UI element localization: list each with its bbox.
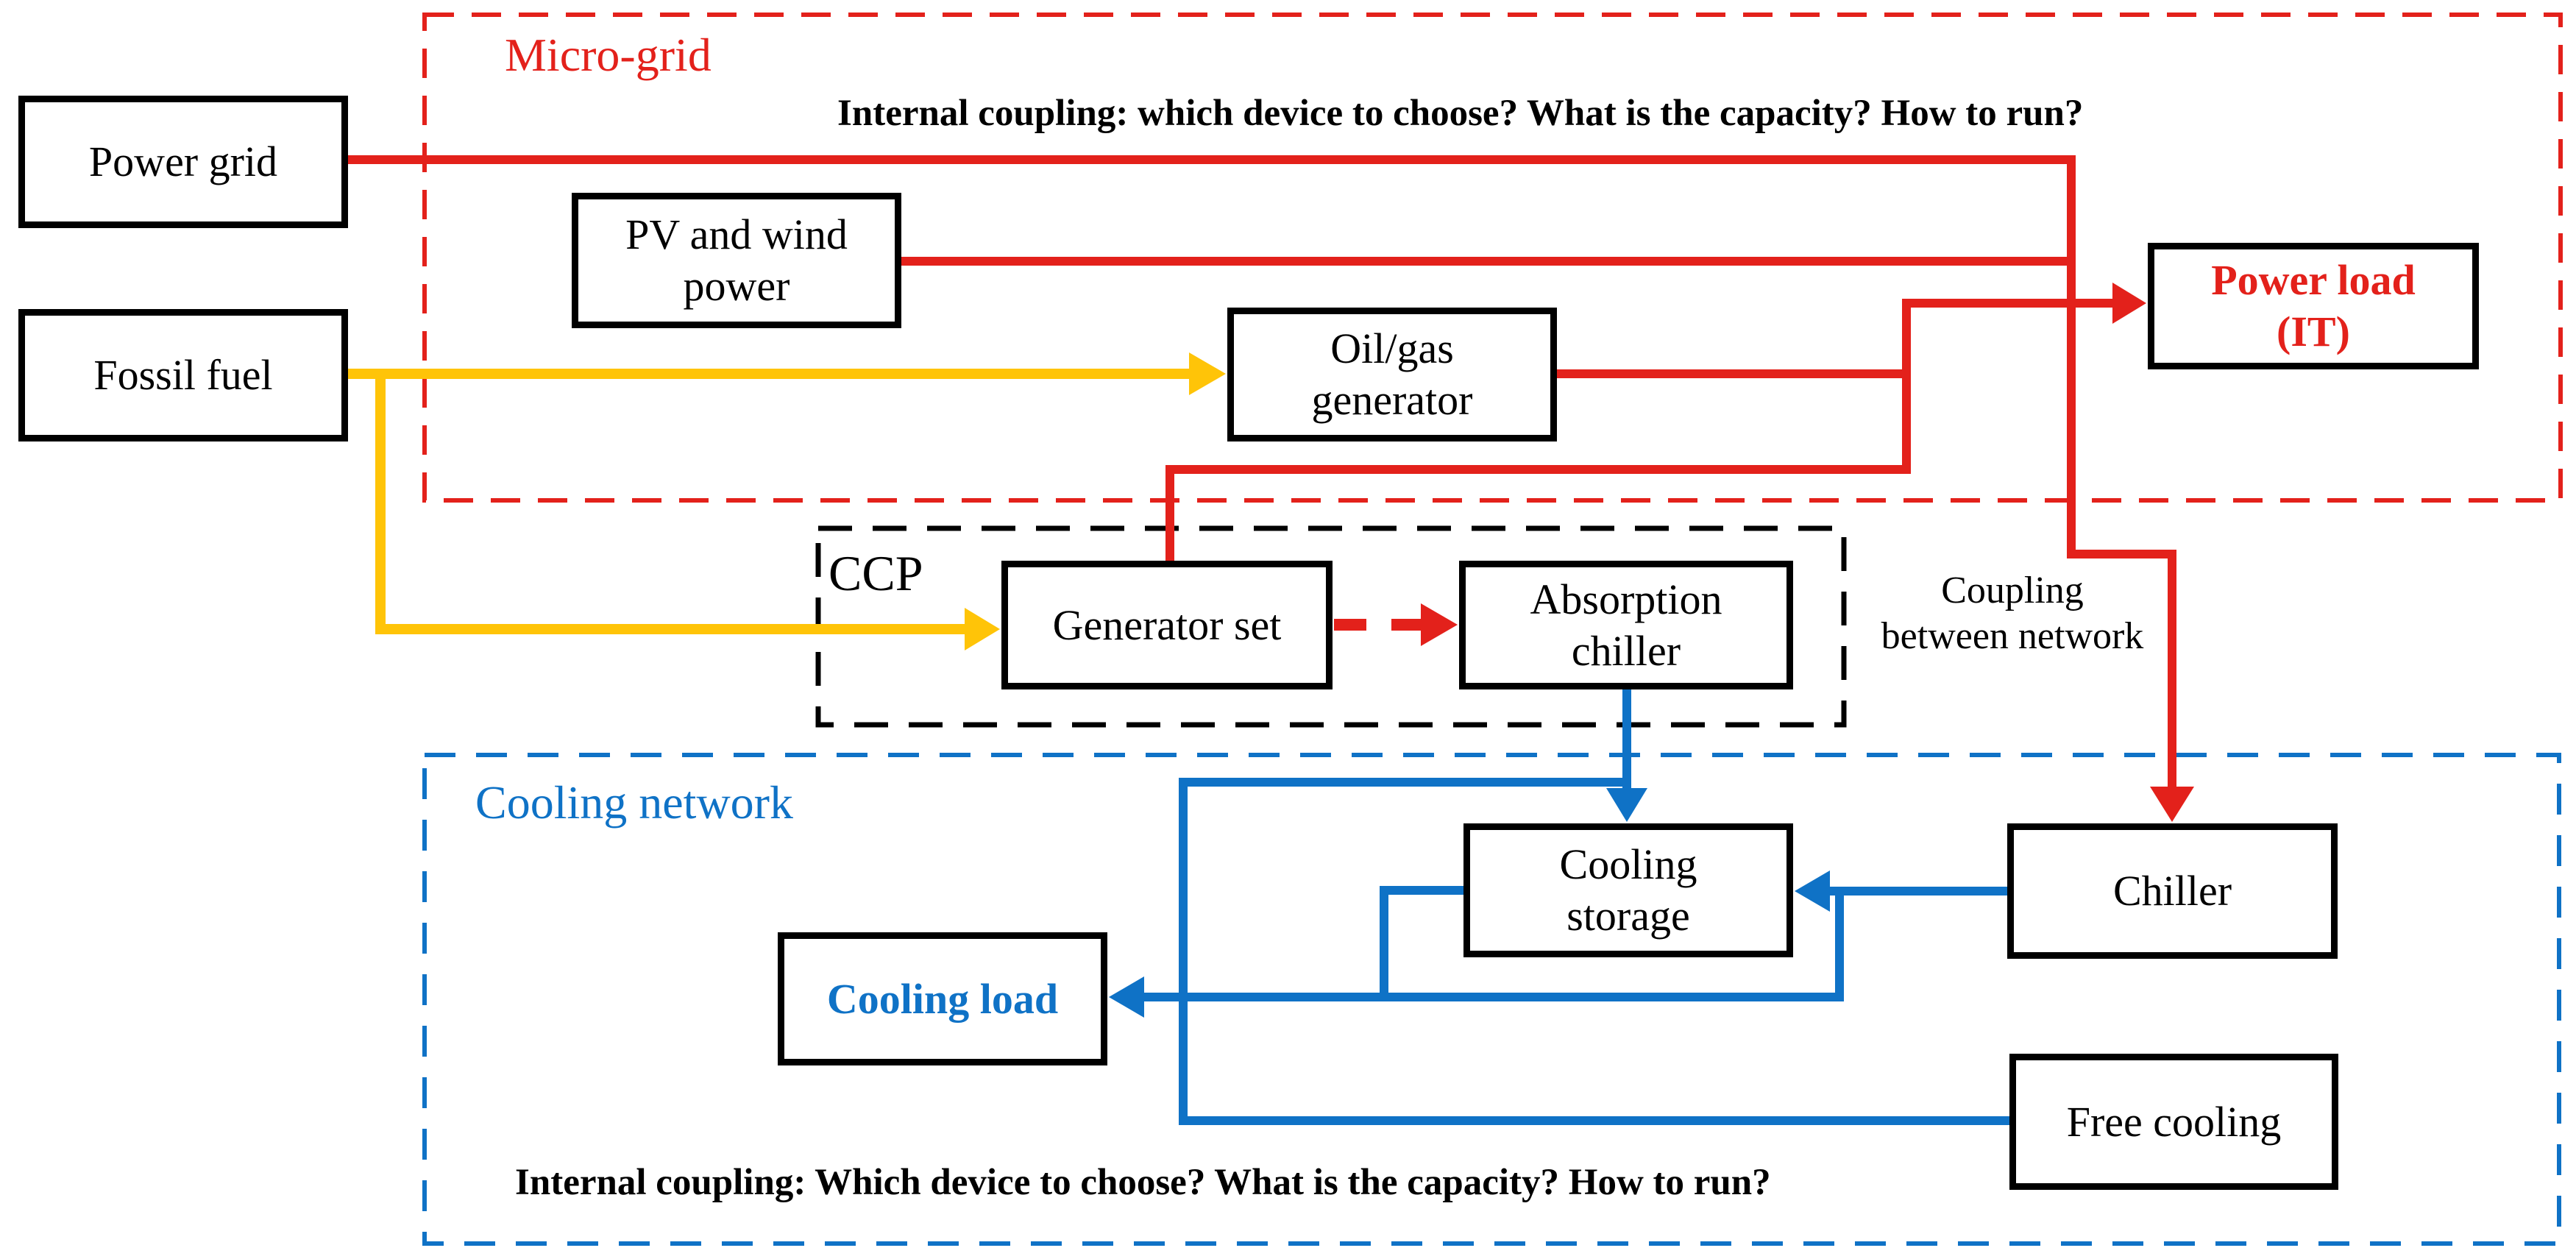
micro-grid-internal-coupling-note: Internal coupling: which device to choos… — [837, 93, 2084, 134]
arrowhead-into-absorptionchiller — [1421, 603, 1458, 646]
cooling-internal-coupling-note: Internal coupling: Which device to choos… — [515, 1162, 1771, 1203]
node-cooling-storage: Cooling storage — [1463, 823, 1793, 957]
node-generator-set: Generator set — [1001, 561, 1333, 689]
arrowhead-into-chiller — [2150, 787, 2194, 822]
node-chiller: Chiller — [2007, 823, 2338, 959]
edge-fossil-to-generatorset — [375, 374, 965, 634]
micro-grid-label: Micro-grid — [505, 29, 712, 81]
node-power-grid: Power grid — [18, 96, 348, 228]
node-free-cooling: Free cooling — [2009, 1054, 2338, 1190]
node-pv-and-wind-power: PV and wind power — [572, 193, 901, 328]
node-power-load-it: Power load (IT) — [2148, 243, 2479, 369]
node-absorption-chiller: Absorption chiller — [1459, 561, 1793, 689]
node-cooling-load: Cooling load — [778, 932, 1107, 1065]
edge-freecooling-loop — [1179, 778, 2009, 1125]
arrowhead-into-oilgas — [1189, 352, 1226, 395]
edge-generatorset-to-powerload — [1165, 299, 2112, 561]
arrowhead-into-powerload — [2112, 283, 2146, 324]
node-fossil-fuel: Fossil fuel — [18, 309, 348, 441]
arrowhead-into-coolingstorage-right — [1795, 870, 1830, 912]
micro-grid-container-border — [422, 13, 2563, 503]
edge-chillerbranch-to-coolingload — [1144, 891, 1844, 1001]
node-oil-gas-generator: Oil/gas generator — [1227, 308, 1557, 441]
edge-coolingstorage-to-coolingload — [1380, 886, 1463, 1001]
cooling-network-label: Cooling network — [475, 776, 793, 829]
arrowhead-into-generatorset — [965, 608, 1000, 650]
arrowhead-into-coolingload — [1109, 976, 1144, 1018]
coupling-between-network-note: Coupling between network — [1881, 570, 2144, 657]
arrowhead-into-coolingstorage-top — [1606, 788, 1647, 822]
edge-powergrid-to-chiller — [344, 155, 2176, 790]
cooling-network-container-border — [422, 753, 2561, 1246]
ccp-label: CCP — [828, 545, 923, 601]
